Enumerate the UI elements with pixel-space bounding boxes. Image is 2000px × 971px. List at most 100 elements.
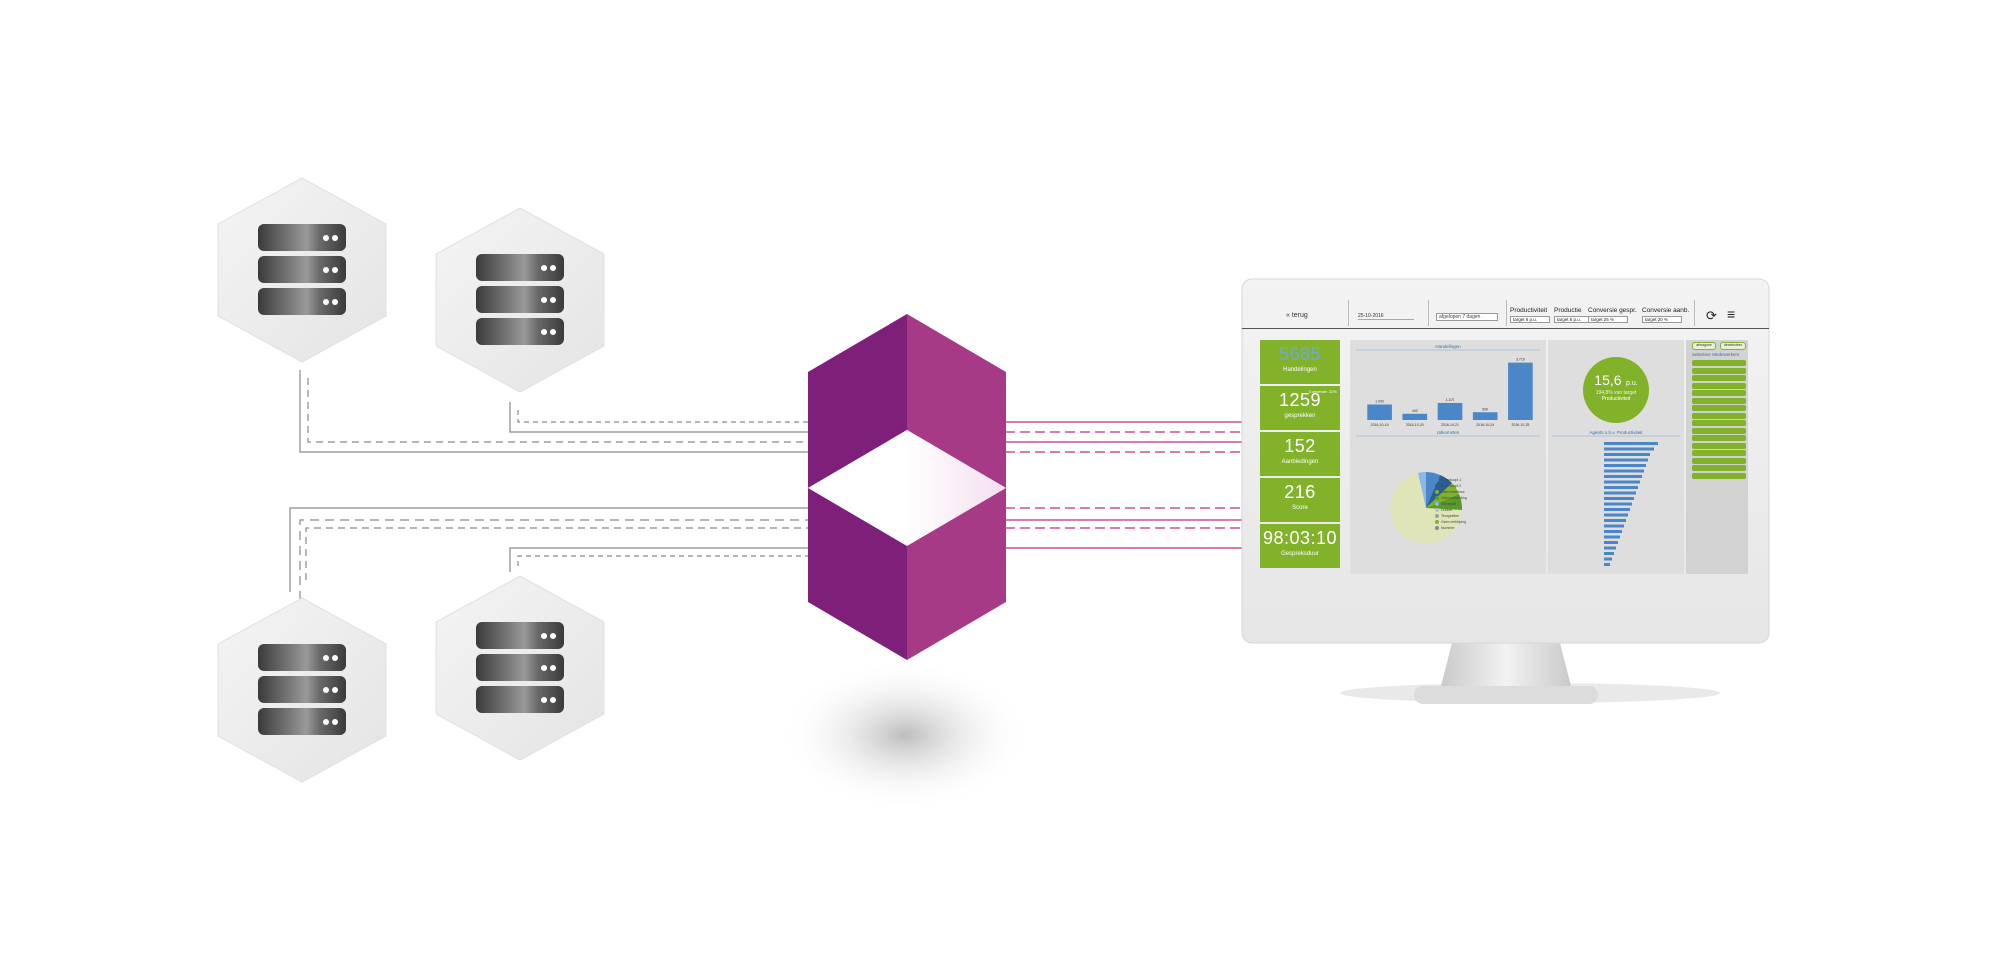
filter-select[interactable]: target 25 % [1588,316,1628,323]
filter-select[interactable]: target 6 p.u. [1510,316,1550,323]
kpi-value: 216 [1284,482,1316,502]
agent-select-button[interactable] [1692,390,1746,396]
back-link[interactable]: « terug [1286,312,1308,319]
pie-legend-item: Geen interesse [1435,490,1465,495]
legend-swatch [1435,520,1439,525]
filter-label: Productie [1554,307,1582,314]
agent-bar [1604,541,1618,544]
server-node-1 [217,177,387,363]
legend-label: In verkoopt 1 [1441,478,1462,482]
legend-swatch [1435,478,1439,483]
bar-category-label: 2016-10-19 [1371,423,1389,427]
kpi-label: gesprekken [1284,413,1316,419]
agent-select-button[interactable] [1692,472,1746,479]
agent-bar [1604,475,1642,478]
server-icon [258,224,346,315]
agent-bar [1604,464,1646,467]
kpi-label: Handelingen [1283,367,1317,373]
gauge-value: 15,6 [1594,372,1622,388]
kpi-label: Aanbiedingen [1281,459,1319,465]
bar-panel-title: Handelingen [1435,344,1461,349]
dashboard-topbar: « terug 25-10-2016 afgelopen 7 dagen Pro… [1242,282,1769,329]
agents-panel-title: Agents o.b.v. Productiviteit [1589,430,1643,435]
server-node-4 [435,575,605,761]
agent-bar [1604,486,1638,489]
filter-productiviteit[interactable]: Productiviteit target 6 p.u. [1510,307,1550,323]
agent-select-button[interactable] [1692,442,1746,449]
bar-value-label: 1.000 [1375,400,1384,404]
sidebar-title: Selecteer Medewerkers [1692,352,1740,357]
agent-select-button[interactable] [1692,457,1746,464]
legend-label: Voicemail [1441,502,1456,506]
handelingen-bar-chart: 1.0002016-10-194002016-10-201.1072016-10… [1367,358,1533,427]
legend-label: Geen verbinding [1441,496,1467,500]
kpi-label: Score [1292,505,1308,511]
gauge-caption: Productiviteit [1601,396,1631,402]
kpi-value: 98:03:10 [1262,528,1338,548]
bar [1472,412,1498,420]
agent-select-button[interactable] [1692,360,1746,366]
bar-value-label: 500 [1482,407,1488,411]
agent-bar [1604,442,1658,445]
agent-select-button[interactable] [1692,435,1746,441]
uitkomsten-pie-chart [1390,472,1463,544]
legend-swatch [1435,514,1439,519]
agent-bar [1604,530,1622,533]
bar-value-label: 1.107 [1446,398,1455,402]
agent-bar [1604,563,1610,566]
filter-select[interactable]: target 20 % [1642,316,1682,323]
kpi-aanbiedingen: 152 Aanbiedingen [1260,432,1340,476]
filter-conversie-gesprekken[interactable]: Conversie gespr. target 25 % [1588,307,1637,323]
agent-select-button[interactable] [1692,397,1746,404]
deselect-pill[interactable]: deselecteer [1720,342,1746,350]
agent-bar [1604,535,1620,539]
kpi-gesprekken: Conversie: 22% 1259 gesprekken [1260,386,1340,430]
legend-label: Geen verblijving [1441,520,1467,524]
agent-select-button[interactable] [1692,465,1746,471]
agent-select-button[interactable] [1692,450,1746,456]
server-icon [476,254,564,345]
pie-legend-item: In verkoopt 2 [1435,484,1462,489]
agent-bar [1604,480,1640,484]
bar-category-label: 2016-10-25 [1511,423,1529,427]
agent-bar [1604,491,1636,495]
agent-select-button[interactable] [1692,375,1746,381]
agent-select-button[interactable] [1692,412,1746,419]
kpi-gespreksduur: 98:03:10 Gespreksduur [1260,524,1340,568]
divider [1694,300,1695,326]
agent-select-button[interactable] [1692,405,1746,411]
date-input[interactable]: 25-10-2016 [1358,313,1414,320]
agent-select-button[interactable] [1692,367,1746,374]
hamburger-menu-icon[interactable]: ≡ [1727,306,1736,322]
server-node-3 [217,597,387,783]
select-all-pill[interactable]: afmagorie [1692,342,1716,350]
refresh-icon[interactable]: ⟳ [1706,308,1717,323]
divider [1428,300,1429,326]
agent-bar [1604,453,1650,456]
legend-swatch [1435,490,1439,495]
dashboard-screen: « terug 25-10-2016 afgelopen 7 dagen Pro… [1242,282,1769,642]
period-select[interactable]: afgelopen 7 dagen [1436,313,1498,321]
kpi-score: 216 Score [1260,478,1340,522]
bar [1437,402,1463,420]
gauge-target: 194,8% van target [1595,390,1637,396]
agent-bar [1604,546,1616,550]
pie-legend-item: Voicemail [1435,502,1456,507]
legend-label: Nummer [1441,526,1455,530]
gauge-label: 15,6 p.u. 194,8% van target Productivite… [1583,372,1649,402]
divider [1348,300,1349,326]
pie-legend-item: In verkoopt 1 [1435,478,1462,483]
agent-bar [1604,508,1630,511]
agent-select-button[interactable] [1692,420,1746,426]
kpi-value: 5685 [1278,344,1322,364]
legend-swatch [1435,508,1439,513]
legend-label: In verkoopt 2 [1441,484,1462,488]
kpi-label: Gespreksduur [1281,551,1319,557]
bar [1508,362,1533,420]
filter-conversie-aanbiedingen[interactable]: Conversie aanb. target 20 % [1642,307,1689,323]
agent-select-button[interactable] [1692,427,1746,434]
agent-select-button[interactable] [1692,382,1746,389]
filter-label: Conversie aanb. [1642,307,1690,314]
agents-bar-chart [1604,442,1658,566]
legend-swatch [1435,502,1439,507]
